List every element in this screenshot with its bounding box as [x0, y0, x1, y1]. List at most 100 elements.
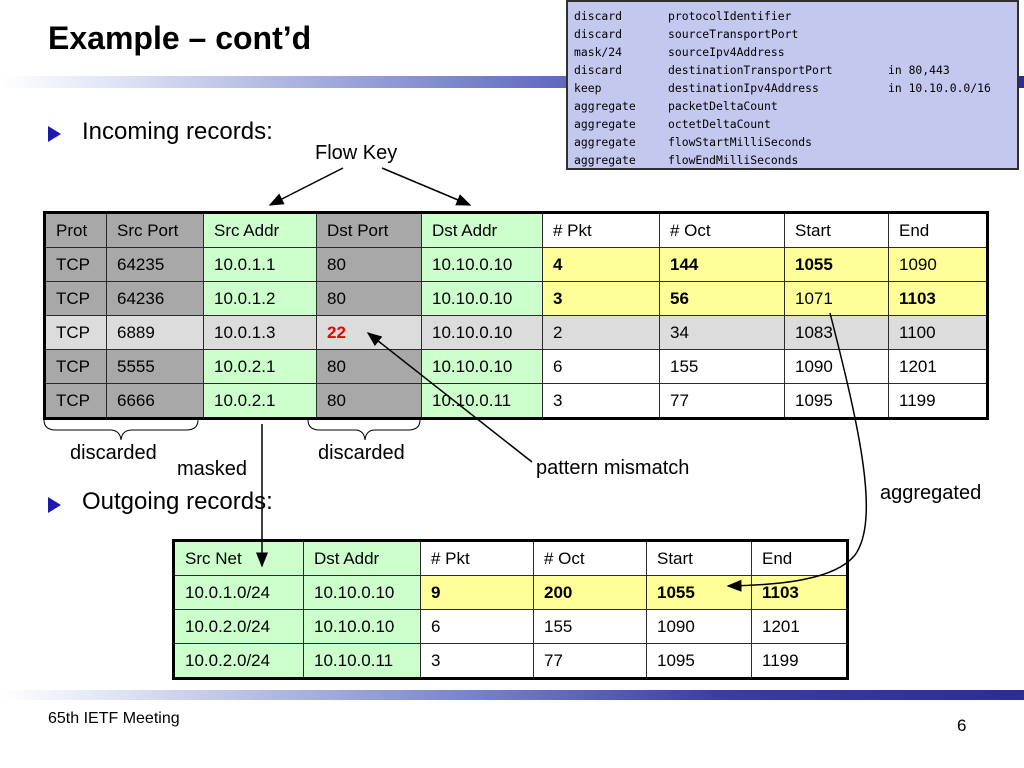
table-cell: 1095	[784, 383, 889, 419]
table-row: TCP 6666 10.0.2.1 80 10.10.0.11 3 77 109…	[44, 383, 988, 419]
bullet-arrow-icon	[48, 497, 61, 513]
table-cell: 1199	[751, 643, 848, 679]
table-cell: 10.0.2.0/24	[173, 643, 304, 679]
table-cell: 144	[659, 247, 785, 282]
table-cell: 1201	[888, 349, 988, 384]
table-cell: 3	[420, 643, 534, 679]
table-cell: 6889	[106, 315, 204, 350]
column-header: # Pkt	[542, 212, 660, 248]
table-cell: 1090	[646, 609, 752, 644]
column-header: # Oct	[533, 540, 647, 576]
table-cell: 10.10.0.10	[421, 247, 543, 282]
column-header: Dst Addr	[421, 212, 543, 248]
table-cell: 10.10.0.11	[303, 643, 421, 679]
table-cell: 80	[316, 247, 422, 282]
table-cell: 10.0.2.1	[203, 383, 317, 419]
table-cell: 1071	[784, 281, 889, 316]
table-cell: 1083	[784, 315, 889, 350]
table-row: 10.0.2.0/24 10.10.0.11 3 77 1095 1199	[173, 643, 848, 679]
column-header: Start	[646, 540, 752, 576]
pattern-mismatch-label: pattern mismatch	[536, 457, 690, 479]
table-cell: 64235	[106, 247, 204, 282]
table-cell: 77	[533, 643, 647, 679]
table-cell: 6666	[106, 383, 204, 419]
table-cell: 155	[533, 609, 647, 644]
pattern-mismatch-arrow	[366, 332, 533, 463]
table-cell: TCP	[44, 383, 107, 419]
table-cell: 1100	[888, 315, 988, 350]
table-cell: 1103	[888, 281, 988, 316]
column-header: Dst Port	[316, 212, 422, 248]
table-cell: 80	[316, 349, 422, 384]
table-cell: 10.0.1.1	[203, 247, 317, 282]
column-header: End	[751, 540, 848, 576]
table-cell: 200	[533, 575, 647, 610]
table-cell: 10.10.0.10	[303, 609, 421, 644]
table-cell: 10.10.0.11	[421, 383, 543, 419]
table-row: 10.0.2.0/24 10.10.0.10 6 155 1090 1201	[173, 609, 848, 644]
aggregated-label: aggregated	[880, 482, 982, 504]
table-header-row: Src Net Dst Addr # Pkt # Oct Start End	[173, 540, 848, 576]
footer-bar	[0, 690, 1024, 700]
table-cell: 10.10.0.10	[421, 349, 543, 384]
incoming-heading: Incoming records:	[82, 118, 273, 145]
table-cell: 2	[542, 315, 660, 350]
column-header: Src Addr	[203, 212, 317, 248]
table-cell: 1090	[888, 247, 988, 282]
discarded-brace-left	[43, 419, 199, 441]
table-row: TCP 64235 10.0.1.1 80 10.10.0.10 4 144 1…	[44, 247, 988, 282]
table-cell: 4	[542, 247, 660, 282]
discarded-label-mid: discarded	[318, 442, 405, 464]
incoming-records-table: Prot Src Port Src Addr Dst Port Dst Addr…	[43, 211, 989, 420]
column-header: # Oct	[659, 212, 785, 248]
table-cell: 64236	[106, 281, 204, 316]
table-cell: 80	[316, 383, 422, 419]
table-cell: 1055	[784, 247, 889, 282]
table-cell: 3	[542, 281, 660, 316]
aggregated-arrow	[726, 312, 868, 592]
table-cell: 77	[659, 383, 785, 419]
slide-title: Example – cont’d	[48, 20, 312, 56]
bullet-arrow-icon	[48, 126, 61, 142]
table-row: 10.0.1.0/24 10.10.0.10 9 200 1055 1103	[173, 575, 848, 610]
column-header: Src Port	[106, 212, 204, 248]
discarded-brace-mid	[307, 419, 421, 441]
table-cell: 155	[659, 349, 785, 384]
table-cell: 9	[420, 575, 534, 610]
footer-text: 65th IETF Meeting	[48, 710, 180, 727]
table-cell: 1199	[888, 383, 988, 419]
discarded-label-left: discarded	[70, 442, 157, 464]
table-cell: 1201	[751, 609, 848, 644]
table-row: TCP 5555 10.0.2.1 80 10.10.0.10 6 155 10…	[44, 349, 988, 384]
table-cell: 10.10.0.10	[303, 575, 421, 610]
table-cell: 1095	[646, 643, 752, 679]
outgoing-records-table: Src Net Dst Addr # Pkt # Oct Start End 1…	[172, 539, 849, 680]
table-cell: 10.0.2.1	[203, 349, 317, 384]
table-cell: 1090	[784, 349, 889, 384]
table-cell: TCP	[44, 315, 107, 350]
table-cell: 10.10.0.10	[421, 281, 543, 316]
table-cell: 10.0.2.0/24	[173, 609, 304, 644]
table-cell: 10.10.0.10	[421, 315, 543, 350]
outgoing-heading: Outgoing records:	[82, 488, 273, 515]
table-row: TCP 6889 10.0.1.3 22 10.10.0.10 2 34 108…	[44, 315, 988, 350]
table-cell: TCP	[44, 349, 107, 384]
table-cell: 10.0.1.0/24	[173, 575, 304, 610]
flow-key-arrow-right	[381, 167, 472, 206]
flow-key-label: Flow Key	[315, 142, 398, 164]
table-cell: 3	[542, 383, 660, 419]
flow-key-arrow-left	[268, 167, 344, 206]
column-header: Dst Addr	[303, 540, 421, 576]
page-number: 6	[957, 716, 967, 735]
